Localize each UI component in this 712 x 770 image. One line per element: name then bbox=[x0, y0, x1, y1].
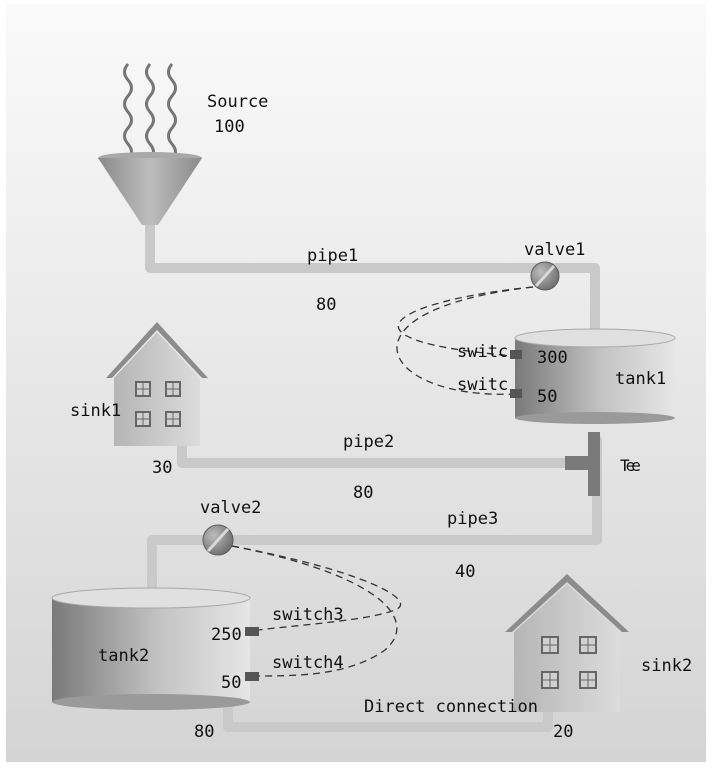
pipe3-label: pipe3 bbox=[447, 509, 498, 529]
tank2-label: tank2 bbox=[98, 646, 149, 666]
tank1-low-level: 50 bbox=[537, 387, 557, 407]
switch3-sensor[interactable] bbox=[245, 627, 259, 636]
sink2[interactable] bbox=[505, 574, 629, 712]
tank2-body bbox=[52, 598, 250, 702]
source-value: 100 bbox=[214, 117, 245, 137]
switch2-label: switc bbox=[457, 375, 508, 395]
valve1[interactable] bbox=[530, 261, 560, 291]
switch3-label: switch3 bbox=[272, 605, 344, 625]
source[interactable] bbox=[98, 63, 202, 225]
valve1-label: valve1 bbox=[524, 240, 585, 260]
sink2-roof-edge bbox=[505, 574, 629, 632]
heat-waves-icon bbox=[123, 63, 177, 161]
valve2[interactable] bbox=[202, 524, 234, 556]
tank1-high-level: 300 bbox=[537, 348, 568, 368]
pipe1-value: 80 bbox=[316, 295, 336, 315]
switch4-control-line bbox=[231, 545, 398, 677]
tank2-value: 80 bbox=[194, 722, 214, 742]
switch2-sensor[interactable] bbox=[510, 389, 522, 398]
sink2-window-bars bbox=[542, 637, 596, 688]
tank1[interactable] bbox=[514, 328, 676, 424]
tank1-base bbox=[515, 412, 675, 424]
sink1-roof-edge bbox=[106, 322, 208, 378]
switch2-control-line bbox=[396, 286, 534, 395]
switch4-label: switch4 bbox=[272, 653, 344, 673]
pipe2-label: pipe2 bbox=[343, 432, 394, 452]
sink2-label: sink2 bbox=[641, 656, 692, 676]
switch1-sensor[interactable] bbox=[510, 350, 522, 359]
tank1-body bbox=[515, 338, 675, 418]
valve1-slot bbox=[534, 264, 556, 288]
source-label: Source bbox=[207, 92, 268, 112]
tank2[interactable] bbox=[51, 587, 251, 710]
switch1-label: switc bbox=[457, 342, 508, 362]
pipe1-label: pipe1 bbox=[307, 246, 358, 266]
tank1-top bbox=[514, 328, 676, 348]
valve2-label: valve2 bbox=[200, 498, 261, 518]
direct-connection-line[interactable] bbox=[223, 700, 553, 732]
tank2-top bbox=[51, 587, 251, 609]
switch3-control-line bbox=[231, 545, 402, 631]
sink1[interactable] bbox=[106, 322, 208, 446]
switch4-sensor[interactable] bbox=[245, 672, 259, 681]
tee-vertical bbox=[588, 432, 600, 496]
tank2-base bbox=[52, 694, 250, 710]
sink1-label: sink1 bbox=[70, 401, 121, 421]
sink2-value: 20 bbox=[553, 722, 573, 742]
pipe1-line[interactable] bbox=[145, 220, 600, 335]
pipe2-value: 80 bbox=[353, 483, 373, 503]
valve2-slot bbox=[206, 527, 230, 553]
pipe3-value: 40 bbox=[455, 562, 475, 582]
tank2-low-level: 50 bbox=[221, 673, 241, 693]
sink1-value: 30 bbox=[152, 458, 172, 478]
direct-connection-label: Direct connection bbox=[364, 697, 538, 717]
sink1-window-bars bbox=[136, 382, 180, 426]
tank1-label: tank1 bbox=[615, 369, 666, 389]
switch1-control-line bbox=[397, 286, 534, 357]
funnel-icon bbox=[98, 158, 202, 225]
tee-horizontal bbox=[565, 456, 591, 470]
tank2-high-level: 250 bbox=[211, 625, 242, 645]
tee[interactable] bbox=[565, 432, 600, 496]
